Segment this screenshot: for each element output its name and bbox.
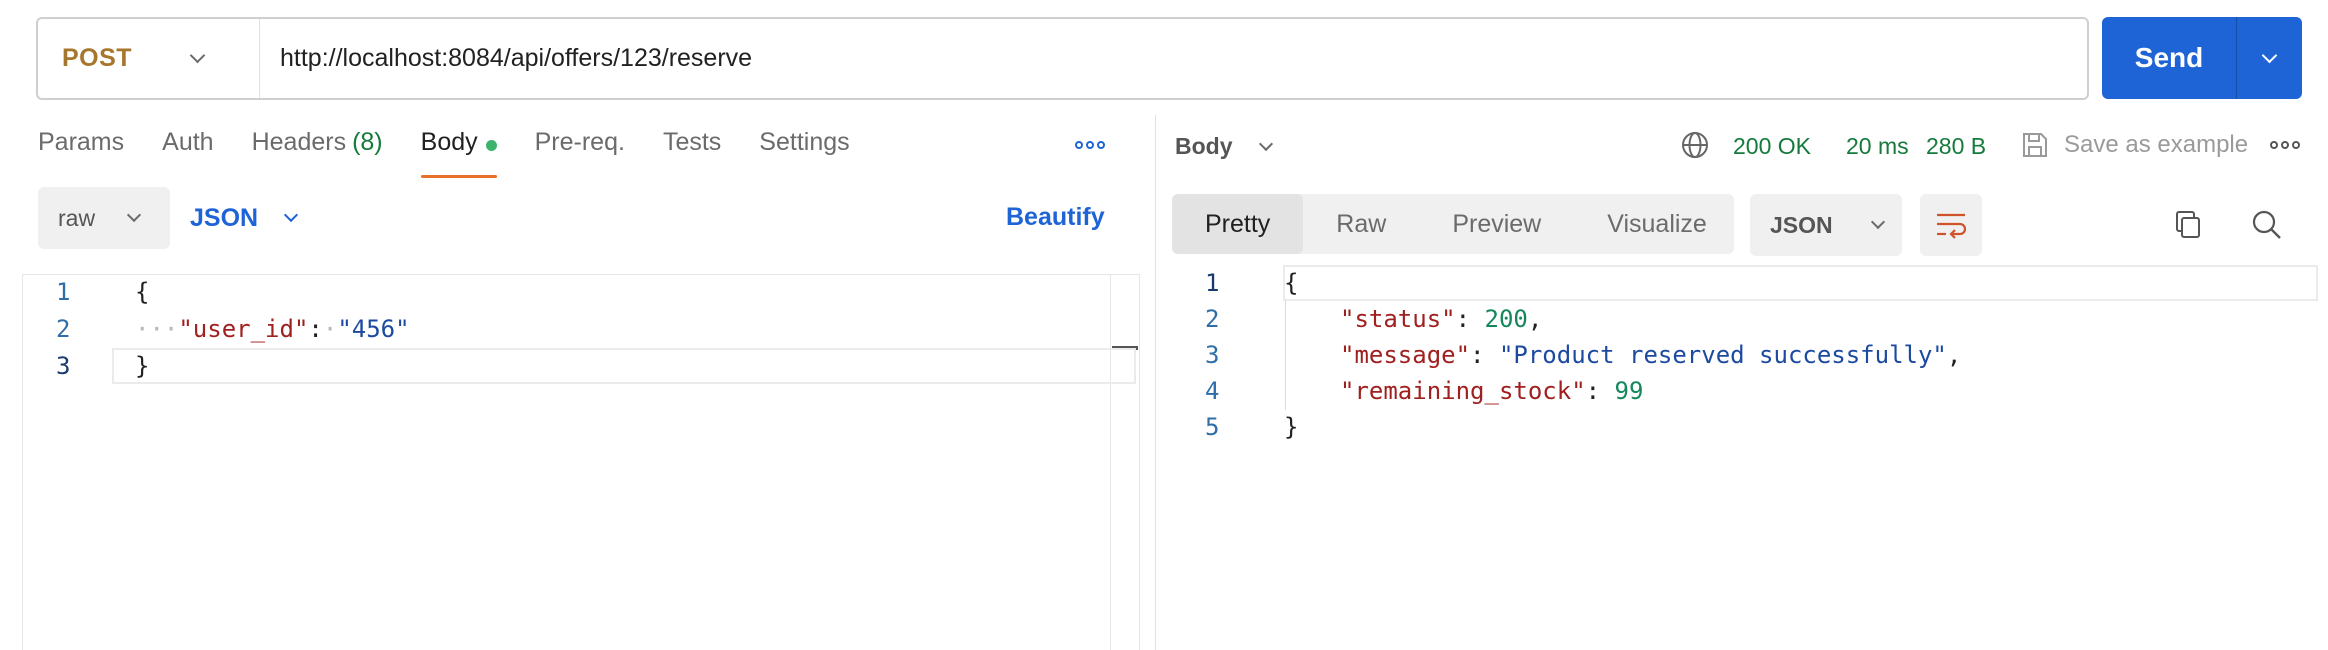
line-number: 3 — [1205, 341, 1220, 369]
current-line-highlight — [1283, 265, 2318, 301]
tab-label: Body — [420, 128, 478, 156]
editor-scrollbar-track — [1110, 274, 1111, 650]
line-number: 2 — [56, 315, 71, 343]
code-line: "remaining_stock": 99 — [1340, 373, 1643, 409]
json-key: "remaining_stock" — [1340, 377, 1586, 405]
copy-icon[interactable] — [2172, 208, 2206, 242]
chevron-down-icon — [189, 47, 206, 64]
chevron-down-icon — [2261, 47, 2278, 63]
response-section-label: Body — [1175, 133, 1233, 159]
whitespace-marker: · — [322, 315, 338, 343]
code-brace-close: } — [135, 352, 150, 380]
url-input[interactable]: http://localhost:8084/api/offers/123/res… — [280, 44, 753, 72]
tab-label: Headers — [251, 128, 347, 156]
json-key: "status" — [1340, 305, 1456, 333]
tab-headers[interactable]: Headers(8) — [252, 128, 383, 178]
tab-label: Settings — [759, 128, 850, 156]
chevron-down-icon — [126, 207, 142, 223]
more-options-icon[interactable] — [1075, 141, 1105, 149]
send-dropdown-button[interactable] — [2237, 17, 2302, 99]
json-value: "Product reserved successfully" — [1498, 341, 1947, 369]
beautify-button[interactable]: Beautify — [1006, 203, 1105, 231]
line-number: 1 — [56, 278, 71, 306]
line-number: 4 — [1205, 377, 1220, 405]
wrap-lines-button[interactable] — [1920, 194, 1982, 256]
url-bar: POST http://localhost:8084/api/offers/12… — [36, 17, 2089, 100]
save-icon — [2023, 133, 2047, 157]
chevron-down-icon — [1258, 136, 1273, 151]
tab-preview[interactable]: Preview — [1452, 209, 1542, 238]
tab-auth[interactable]: Auth — [162, 128, 213, 178]
globe-icon[interactable] — [1680, 130, 1710, 160]
wrap-lines-icon — [1937, 213, 1967, 239]
json-key: "user_id" — [178, 315, 309, 343]
request-tabs: Params Auth Headers(8) Body Pre-req. Tes… — [38, 128, 888, 178]
tab-label: Tests — [662, 128, 722, 156]
tab-tests[interactable]: Tests — [663, 128, 721, 178]
send-button[interactable]: Send — [2102, 17, 2237, 99]
save-as-example-button[interactable]: Save as example — [2020, 130, 2248, 160]
code-brace-open: { — [1284, 269, 1299, 297]
send-button-group: Send — [2102, 17, 2302, 99]
body-mode-label: raw — [58, 204, 96, 231]
indent-guide — [1285, 300, 1286, 410]
body-indicator-dot — [485, 140, 497, 151]
response-format-label: JSON — [1770, 211, 1833, 238]
method-selector[interactable]: POST — [38, 19, 260, 98]
method-label: POST — [62, 44, 133, 72]
response-format-select[interactable]: JSON — [1750, 194, 1902, 256]
json-value: "456" — [337, 315, 410, 343]
tab-body[interactable]: Body — [420, 128, 497, 178]
code-brace-open: { — [135, 278, 150, 306]
code-line: "status": 200, — [1340, 301, 1542, 337]
save-as-example-label: Save as example — [2064, 131, 2249, 158]
tab-visualize[interactable]: Visualize — [1607, 209, 1707, 238]
json-colon: : — [1585, 377, 1615, 405]
response-section-select[interactable]: Body — [1175, 133, 1273, 160]
tab-settings[interactable]: Settings — [759, 128, 849, 178]
status-code[interactable]: 200 OK — [1733, 133, 1811, 159]
response-time[interactable]: 20 ms — [1846, 133, 1909, 159]
json-colon: : — [1470, 341, 1499, 369]
line-number: 5 — [1205, 413, 1220, 441]
line-number: 3 — [56, 352, 71, 380]
search-icon[interactable] — [2250, 208, 2284, 242]
tab-params[interactable]: Params — [38, 128, 124, 178]
tab-pre-request[interactable]: Pre-req. — [535, 128, 625, 178]
tab-raw[interactable]: Raw — [1336, 209, 1387, 238]
response-view-tabs: Pretty Raw Preview Visualize — [1172, 194, 1734, 254]
json-value: 99 — [1614, 377, 1644, 405]
tab-pretty[interactable]: Pretty — [1172, 194, 1304, 254]
pane-divider[interactable] — [1155, 115, 1156, 650]
json-value: 200 — [1484, 305, 1528, 333]
body-mode-select[interactable]: raw — [38, 187, 170, 249]
current-line-highlight — [112, 348, 1136, 384]
chevron-down-icon — [1870, 214, 1885, 230]
json-key: "message" — [1340, 341, 1471, 369]
code-brace-close: } — [1284, 413, 1299, 441]
json-comma: , — [1946, 341, 1962, 369]
json-colon: : — [308, 315, 323, 343]
chevron-down-icon — [284, 207, 299, 223]
body-language-label: JSON — [190, 203, 259, 232]
code-line: "message": "Product reserved successfull… — [1340, 337, 1961, 373]
code-line: ··· "user_id" : · "456" — [135, 311, 410, 347]
tab-label: Params — [38, 128, 125, 156]
line-number: 1 — [1205, 269, 1220, 297]
json-colon: : — [1455, 305, 1485, 333]
tab-label: Auth — [162, 128, 214, 156]
more-options-icon[interactable] — [2270, 141, 2300, 149]
request-body-editor[interactable] — [22, 274, 1140, 650]
tab-label: Pre-req. — [534, 128, 625, 156]
response-size[interactable]: 280 B — [1926, 133, 1987, 159]
body-language-select[interactable]: JSON — [190, 187, 299, 249]
json-comma: , — [1527, 305, 1543, 333]
headers-count: (8) — [352, 128, 383, 156]
line-number: 2 — [1205, 305, 1220, 333]
whitespace-marker: ··· — [135, 315, 179, 343]
